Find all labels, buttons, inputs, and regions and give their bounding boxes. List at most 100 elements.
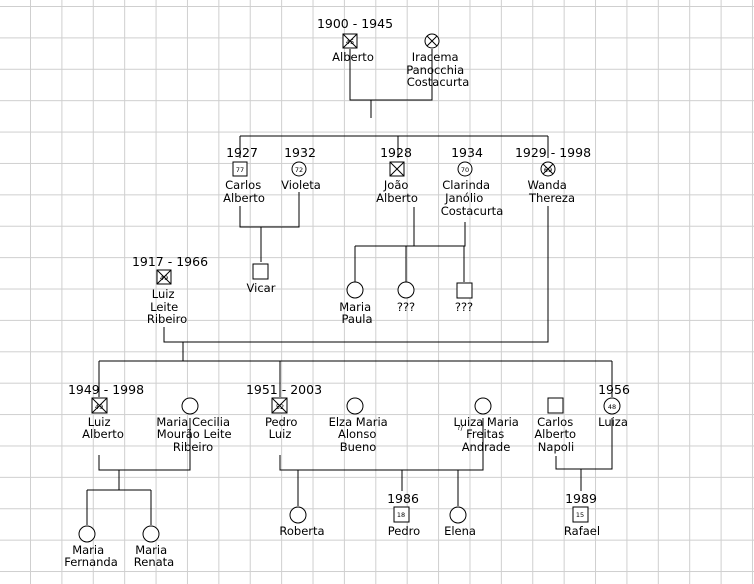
svg-text:1917 - 1966: 1917 - 1966 bbox=[132, 254, 208, 269]
name: Wanda Thereza bbox=[528, 178, 576, 205]
person-wanda[interactable]: 1929 - 1998 69 Wanda Thereza bbox=[515, 145, 591, 205]
female-symbol bbox=[181, 397, 199, 415]
svg-text:52: 52 bbox=[276, 403, 284, 411]
name: Carlos Alberto Napoli bbox=[534, 415, 579, 454]
name: Maria Paula bbox=[339, 300, 375, 326]
person-elza[interactable]: Elza Maria Alonso Bueno bbox=[329, 397, 392, 454]
female-symbol bbox=[289, 506, 307, 524]
name: Pedro bbox=[388, 524, 420, 538]
person-carlos-napoli[interactable]: Carlos Alberto Napoli bbox=[534, 397, 579, 454]
svg-text:1949 - 1998: 1949 - 1998 bbox=[68, 382, 144, 397]
person-luiz-alberto[interactable]: 1949 - 1998 49 Luiz Alberto bbox=[68, 382, 144, 441]
person-maria-fernanda[interactable]: Maria Fernanda bbox=[64, 525, 118, 569]
female-symbol bbox=[346, 281, 364, 299]
female-symbol bbox=[142, 525, 160, 543]
person-luiza[interactable]: 1956 48 Luiza bbox=[598, 382, 630, 429]
person-vicar[interactable]: Vicar bbox=[247, 263, 276, 295]
svg-text:49: 49 bbox=[95, 403, 103, 411]
female-symbol bbox=[78, 525, 96, 543]
svg-text:48: 48 bbox=[608, 403, 616, 411]
person-violeta[interactable]: 1932 72 Violeta bbox=[281, 145, 321, 192]
male-symbol bbox=[252, 263, 269, 280]
person-iracema[interactable]: Iracema Panocchia Costacurta bbox=[406, 33, 469, 89]
name: Maria Fernanda bbox=[64, 543, 118, 569]
line-carlos-luiza-child bbox=[555, 418, 613, 491]
name: Clarinda Janólio Costacurta bbox=[441, 178, 504, 218]
name: Vicar bbox=[247, 281, 276, 295]
name: Maria Renata bbox=[134, 543, 174, 569]
female-symbol bbox=[603, 397, 621, 415]
person-luiza-maria[interactable]: ?/ Luiza Maria Freitas Andrade bbox=[453, 397, 522, 454]
svg-text:1956: 1956 bbox=[598, 382, 630, 397]
person-maria-cecilia[interactable]: Maria Cecilia Mourão Leite Ribeiro bbox=[156, 397, 235, 454]
line-carlos-violeta-vicar bbox=[239, 192, 300, 262]
dates: 1900 - 1945 bbox=[317, 16, 393, 31]
person-unknown-girl[interactable]: ??? bbox=[397, 281, 415, 314]
svg-text:1989: 1989 bbox=[565, 491, 597, 506]
name: Luiza Maria Freitas Andrade bbox=[453, 415, 522, 454]
person-elena[interactable]: Elena bbox=[444, 506, 476, 538]
line-pedro-luiz-children bbox=[279, 418, 484, 506]
svg-text:1932: 1932 bbox=[284, 145, 316, 160]
name: Roberta bbox=[279, 524, 324, 538]
female-symbol bbox=[397, 281, 415, 299]
name: Alberto bbox=[332, 50, 374, 64]
female-symbol bbox=[291, 161, 307, 177]
svg-text:1951 - 2003: 1951 - 2003 bbox=[246, 382, 322, 397]
svg-text:77: 77 bbox=[236, 166, 244, 174]
svg-text:49: 49 bbox=[160, 274, 168, 282]
svg-text:15: 15 bbox=[576, 511, 584, 519]
male-symbol bbox=[572, 506, 589, 523]
line-luiz-wanda-children bbox=[98, 206, 613, 397]
person-rafael[interactable]: 1989 15 Rafael bbox=[564, 491, 600, 538]
person-maria-paula[interactable]: Maria Paula bbox=[339, 281, 375, 326]
name: Luiz Alberto bbox=[82, 415, 124, 441]
line-alberto-iracema-children bbox=[239, 49, 549, 158]
svg-text:69: 69 bbox=[544, 166, 552, 174]
female-symbol bbox=[346, 397, 364, 415]
svg-text:72: 72 bbox=[295, 166, 303, 174]
male-symbol bbox=[232, 161, 248, 177]
svg-text:1927: 1927 bbox=[226, 145, 258, 160]
female-symbol bbox=[449, 506, 467, 524]
name: Violeta bbox=[281, 178, 321, 192]
line-joao-clarinda-children bbox=[354, 207, 466, 282]
name: Carlos Alberto bbox=[223, 178, 265, 205]
person-alberto[interactable]: 1900 - 1945 45 Alberto bbox=[317, 16, 393, 64]
svg-text:1929 - 1998: 1929 - 1998 bbox=[515, 145, 591, 160]
svg-text:1986: 1986 bbox=[387, 491, 419, 506]
female-symbol bbox=[474, 397, 492, 415]
person-roberta[interactable]: Roberta bbox=[279, 506, 325, 538]
name: Iracema Panocchia Costacurta bbox=[406, 50, 469, 89]
svg-text:1928: 1928 bbox=[380, 145, 412, 160]
name: Rafael bbox=[564, 524, 600, 538]
relationship-lines bbox=[86, 49, 613, 525]
male-symbol bbox=[393, 506, 410, 523]
name: ??? bbox=[455, 300, 473, 314]
name: Luiza bbox=[598, 415, 628, 429]
person-carlos-alberto[interactable]: 1927 77 Carlos Alberto bbox=[223, 145, 265, 205]
age: 45 bbox=[346, 38, 354, 46]
female-symbol bbox=[457, 161, 473, 177]
person-clarinda[interactable]: 1934 70 Clarinda Janólio Costacurta bbox=[441, 145, 504, 218]
name: Elena bbox=[444, 524, 476, 538]
person-luiz-leite[interactable]: 1917 - 1966 49 Luiz Leite Ribeiro bbox=[132, 254, 208, 326]
name: Maria Cecilia Mourão Leite Ribeiro bbox=[156, 415, 235, 454]
name: Luiz Leite Ribeiro bbox=[147, 287, 187, 326]
person-maria-renata[interactable]: Maria Renata bbox=[134, 525, 174, 569]
person-unknown-boy[interactable]: ??? bbox=[455, 282, 473, 314]
line-luiz-alberto-children bbox=[86, 418, 191, 525]
name: João Alberto bbox=[376, 178, 418, 205]
name: Elza Maria Alonso Bueno bbox=[329, 415, 392, 454]
person-joao-alberto[interactable]: 1928 João Alberto bbox=[376, 145, 418, 205]
person-pedro-luiz[interactable]: 1951 - 2003 52 Pedro Luiz bbox=[246, 382, 322, 441]
name: ??? bbox=[397, 300, 415, 314]
name: Pedro Luiz bbox=[265, 415, 301, 441]
svg-text:70: 70 bbox=[461, 166, 469, 174]
marker: ?/ bbox=[457, 424, 464, 432]
male-symbol bbox=[456, 282, 473, 299]
svg-text:18: 18 bbox=[397, 511, 405, 519]
svg-text:1934: 1934 bbox=[451, 145, 483, 160]
person-pedro[interactable]: 1986 18 Pedro bbox=[387, 491, 420, 538]
